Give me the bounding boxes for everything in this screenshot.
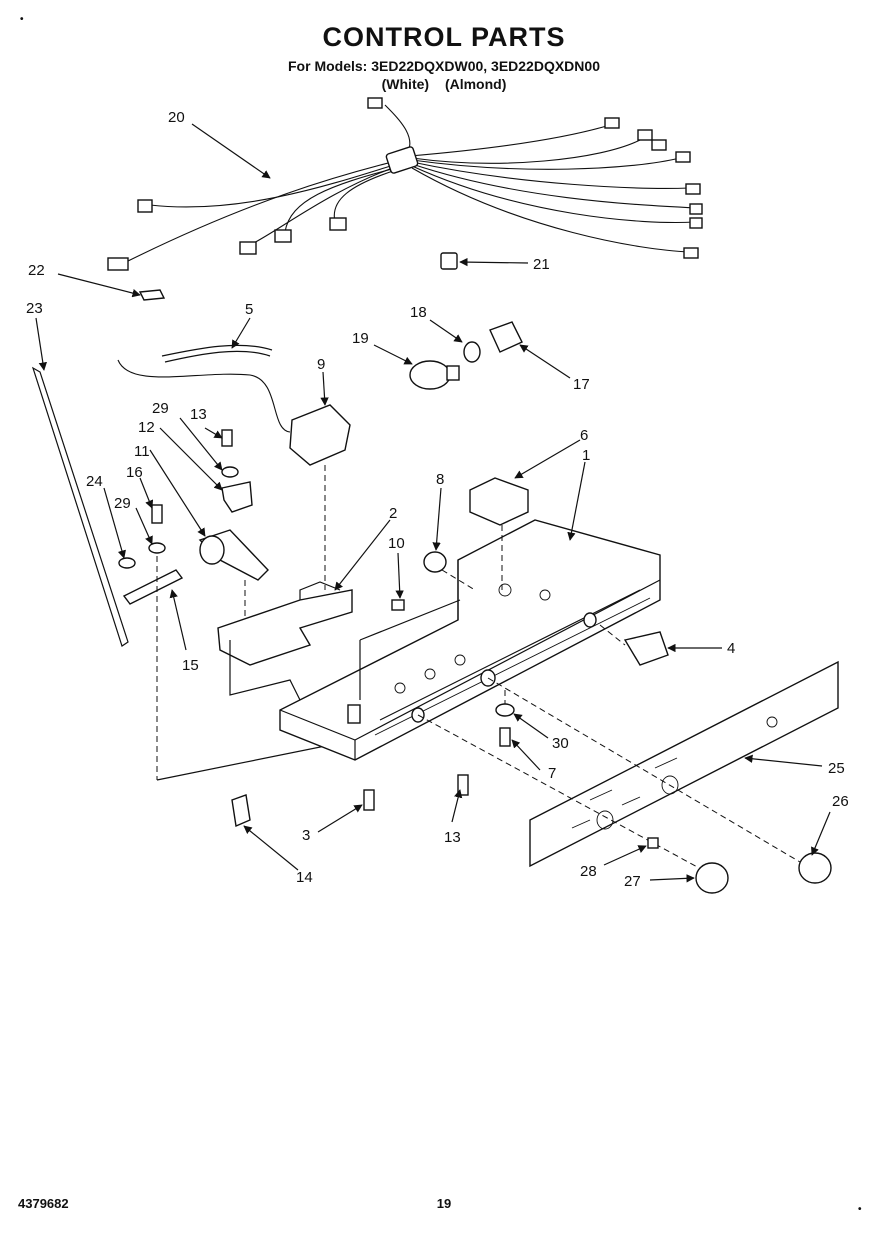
callout-19: 19 [352, 330, 369, 347]
lamp-socket-shape [489, 321, 523, 353]
page-title: CONTROL PARTS [322, 22, 566, 52]
page-number: 19 [436, 1196, 452, 1211]
mounting-bracket-shape [217, 589, 353, 666]
callout-4: 4 [727, 640, 735, 657]
callout-18: 18 [410, 304, 427, 321]
callout-25: 25 [828, 760, 845, 777]
callout-11: 11 [134, 443, 150, 460]
callout-16: 16 [126, 464, 143, 481]
callout-26: 26 [832, 793, 849, 810]
control-rod-shape [31, 366, 129, 647]
control-housing-shape [279, 519, 661, 761]
callout-7: 7 [548, 765, 556, 782]
callout-labels: 20 21 22 23 5 18 19 17 9 29 13 12 11 16 … [26, 109, 849, 890]
thermostat-switch-shape [623, 631, 669, 666]
callout-2: 2 [389, 505, 397, 522]
lamp-socket-ring-shape [463, 341, 481, 363]
models-line: For Models: 3ED22DQXDW00, 3ED22DQXDN00 [288, 58, 600, 74]
colors-line: (White) (Almond) [381, 76, 507, 92]
callout-30: 30 [552, 735, 569, 752]
capillary-tube-shape [161, 344, 273, 357]
lever-arm-shape [122, 569, 184, 605]
corner-mark-top-left: • [20, 14, 24, 25]
callout-5: 5 [245, 301, 253, 318]
control-panel-shape [529, 660, 839, 868]
harness-clip-shape [440, 252, 458, 270]
callout-14: 14 [296, 869, 313, 886]
callout-27: 27 [624, 873, 641, 890]
light-bulb-shape [409, 360, 451, 390]
cold-control-shape [289, 404, 351, 466]
knob-26-shape [798, 852, 832, 884]
light-switch-shape [423, 551, 447, 573]
document-number: 4379682 [18, 1196, 69, 1211]
callout-12: 12 [138, 419, 155, 436]
clip-shape [231, 794, 251, 827]
callout-29-upper: 29 [152, 400, 169, 417]
callout-leader-lines [35, 123, 831, 883]
callout-28: 28 [580, 863, 597, 880]
callout-1: 1 [582, 447, 590, 464]
callout-15: 15 [182, 657, 199, 674]
callout-17: 17 [573, 376, 590, 393]
callout-20: 20 [168, 109, 185, 126]
knob-27-shape [695, 862, 729, 894]
wiring-harness [107, 97, 703, 271]
callout-13-upper: 13 [190, 406, 207, 423]
callout-29-lower: 29 [114, 495, 131, 512]
corner-mark-bottom-right: • [858, 1204, 862, 1215]
callout-3: 3 [302, 827, 310, 844]
callout-23: 23 [26, 300, 43, 317]
callout-13-lower: 13 [444, 829, 461, 846]
callout-8: 8 [436, 471, 444, 488]
callout-24: 24 [86, 473, 103, 490]
wire-clip-shape [138, 289, 166, 301]
callout-6: 6 [580, 427, 588, 444]
callout-10: 10 [388, 535, 405, 552]
callout-21: 21 [533, 256, 550, 273]
callout-22: 22 [28, 262, 45, 279]
defrost-timer-shape [469, 477, 529, 526]
callout-9: 9 [317, 356, 325, 373]
